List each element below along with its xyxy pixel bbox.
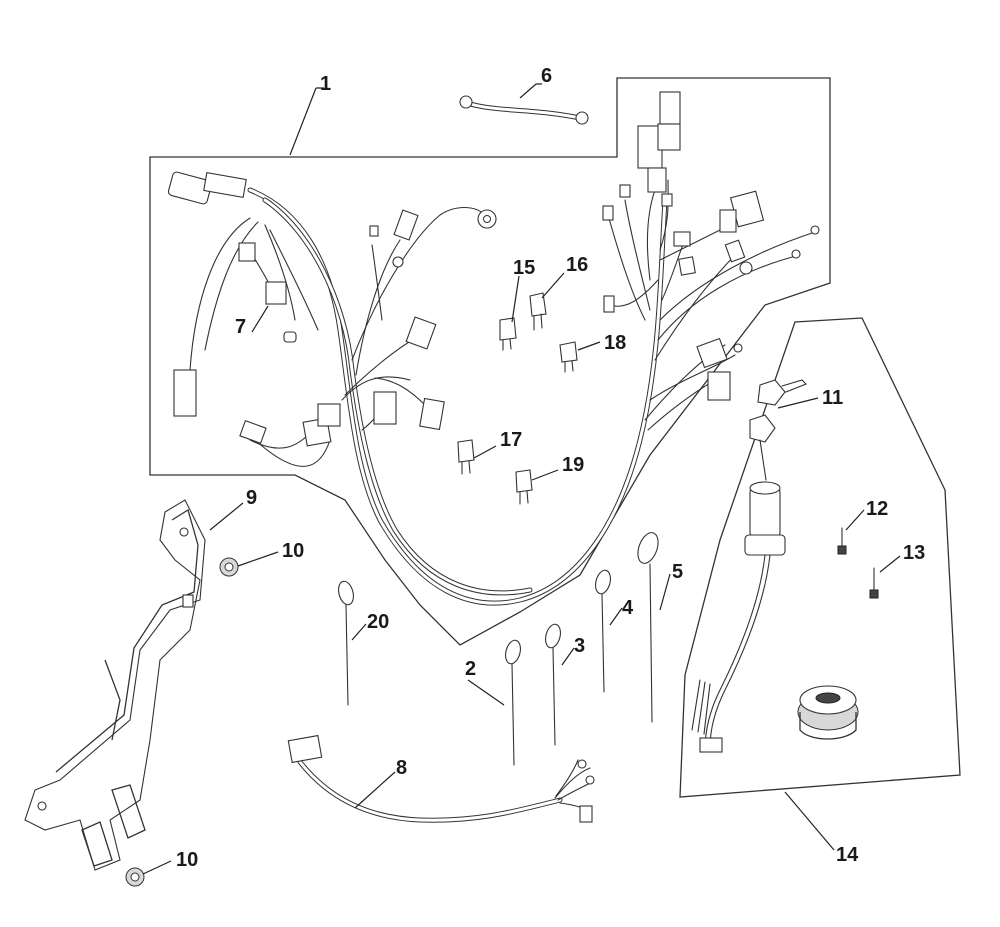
callout-13: 13: [903, 542, 925, 564]
cable-tie-2: [505, 639, 521, 766]
callout-5: 5: [672, 561, 683, 583]
nut-part-10-upper: [219, 557, 239, 577]
callout-17: 17: [500, 429, 522, 451]
callout-10-upper: 10: [282, 540, 304, 562]
harness-clip-16: [529, 292, 547, 331]
callout-15: 15: [513, 257, 535, 279]
harness-clip-17: [457, 439, 475, 475]
callout-7: 7: [235, 316, 246, 338]
harness-group-outline: [149, 77, 831, 646]
callout-4: 4: [622, 597, 634, 619]
callout-8: 8: [396, 757, 407, 779]
harness-clip-18: [559, 341, 578, 373]
ignition-switch: [691, 481, 786, 753]
callout-labels: 1 6 7 15 16 18 17 19 11 12 13 9 10 10 20…: [176, 65, 925, 871]
screw-part-13: [869, 567, 879, 599]
callout-12: 12: [866, 498, 888, 520]
harness-clip-19: [515, 469, 533, 505]
nut-part-10-lower: [125, 867, 145, 887]
wire-strap-part-6: [459, 95, 589, 125]
ignition-key-part-11: [749, 379, 807, 481]
callout-10-lower: 10: [176, 849, 198, 871]
cable-tie-4: [595, 569, 611, 693]
callout-2: 2: [465, 658, 476, 680]
callout-16: 16: [566, 254, 588, 276]
cable-tie-5: [637, 532, 659, 723]
callout-3: 3: [574, 635, 585, 657]
fuel-cap-lock: [797, 685, 859, 740]
callout-6: 6: [541, 65, 552, 87]
ignition-group-outline: [679, 317, 961, 798]
callout-9: 9: [246, 487, 257, 509]
cable-tie-20: [338, 580, 354, 706]
callout-18: 18: [604, 332, 626, 354]
callout-1: 1: [320, 73, 331, 95]
callout-20: 20: [367, 611, 389, 633]
callout-14: 14: [836, 844, 859, 866]
callout-19: 19: [562, 454, 584, 476]
bracket-part-9: [24, 499, 206, 871]
harness-clip-15: [499, 317, 517, 351]
screw-part-12: [837, 527, 847, 555]
callout-11: 11: [822, 387, 843, 409]
sub-harness-part-8: [287, 734, 595, 823]
main-wiring-harness: [167, 91, 820, 606]
cable-tie-3: [545, 623, 561, 746]
leader-lines: [142, 83, 901, 875]
